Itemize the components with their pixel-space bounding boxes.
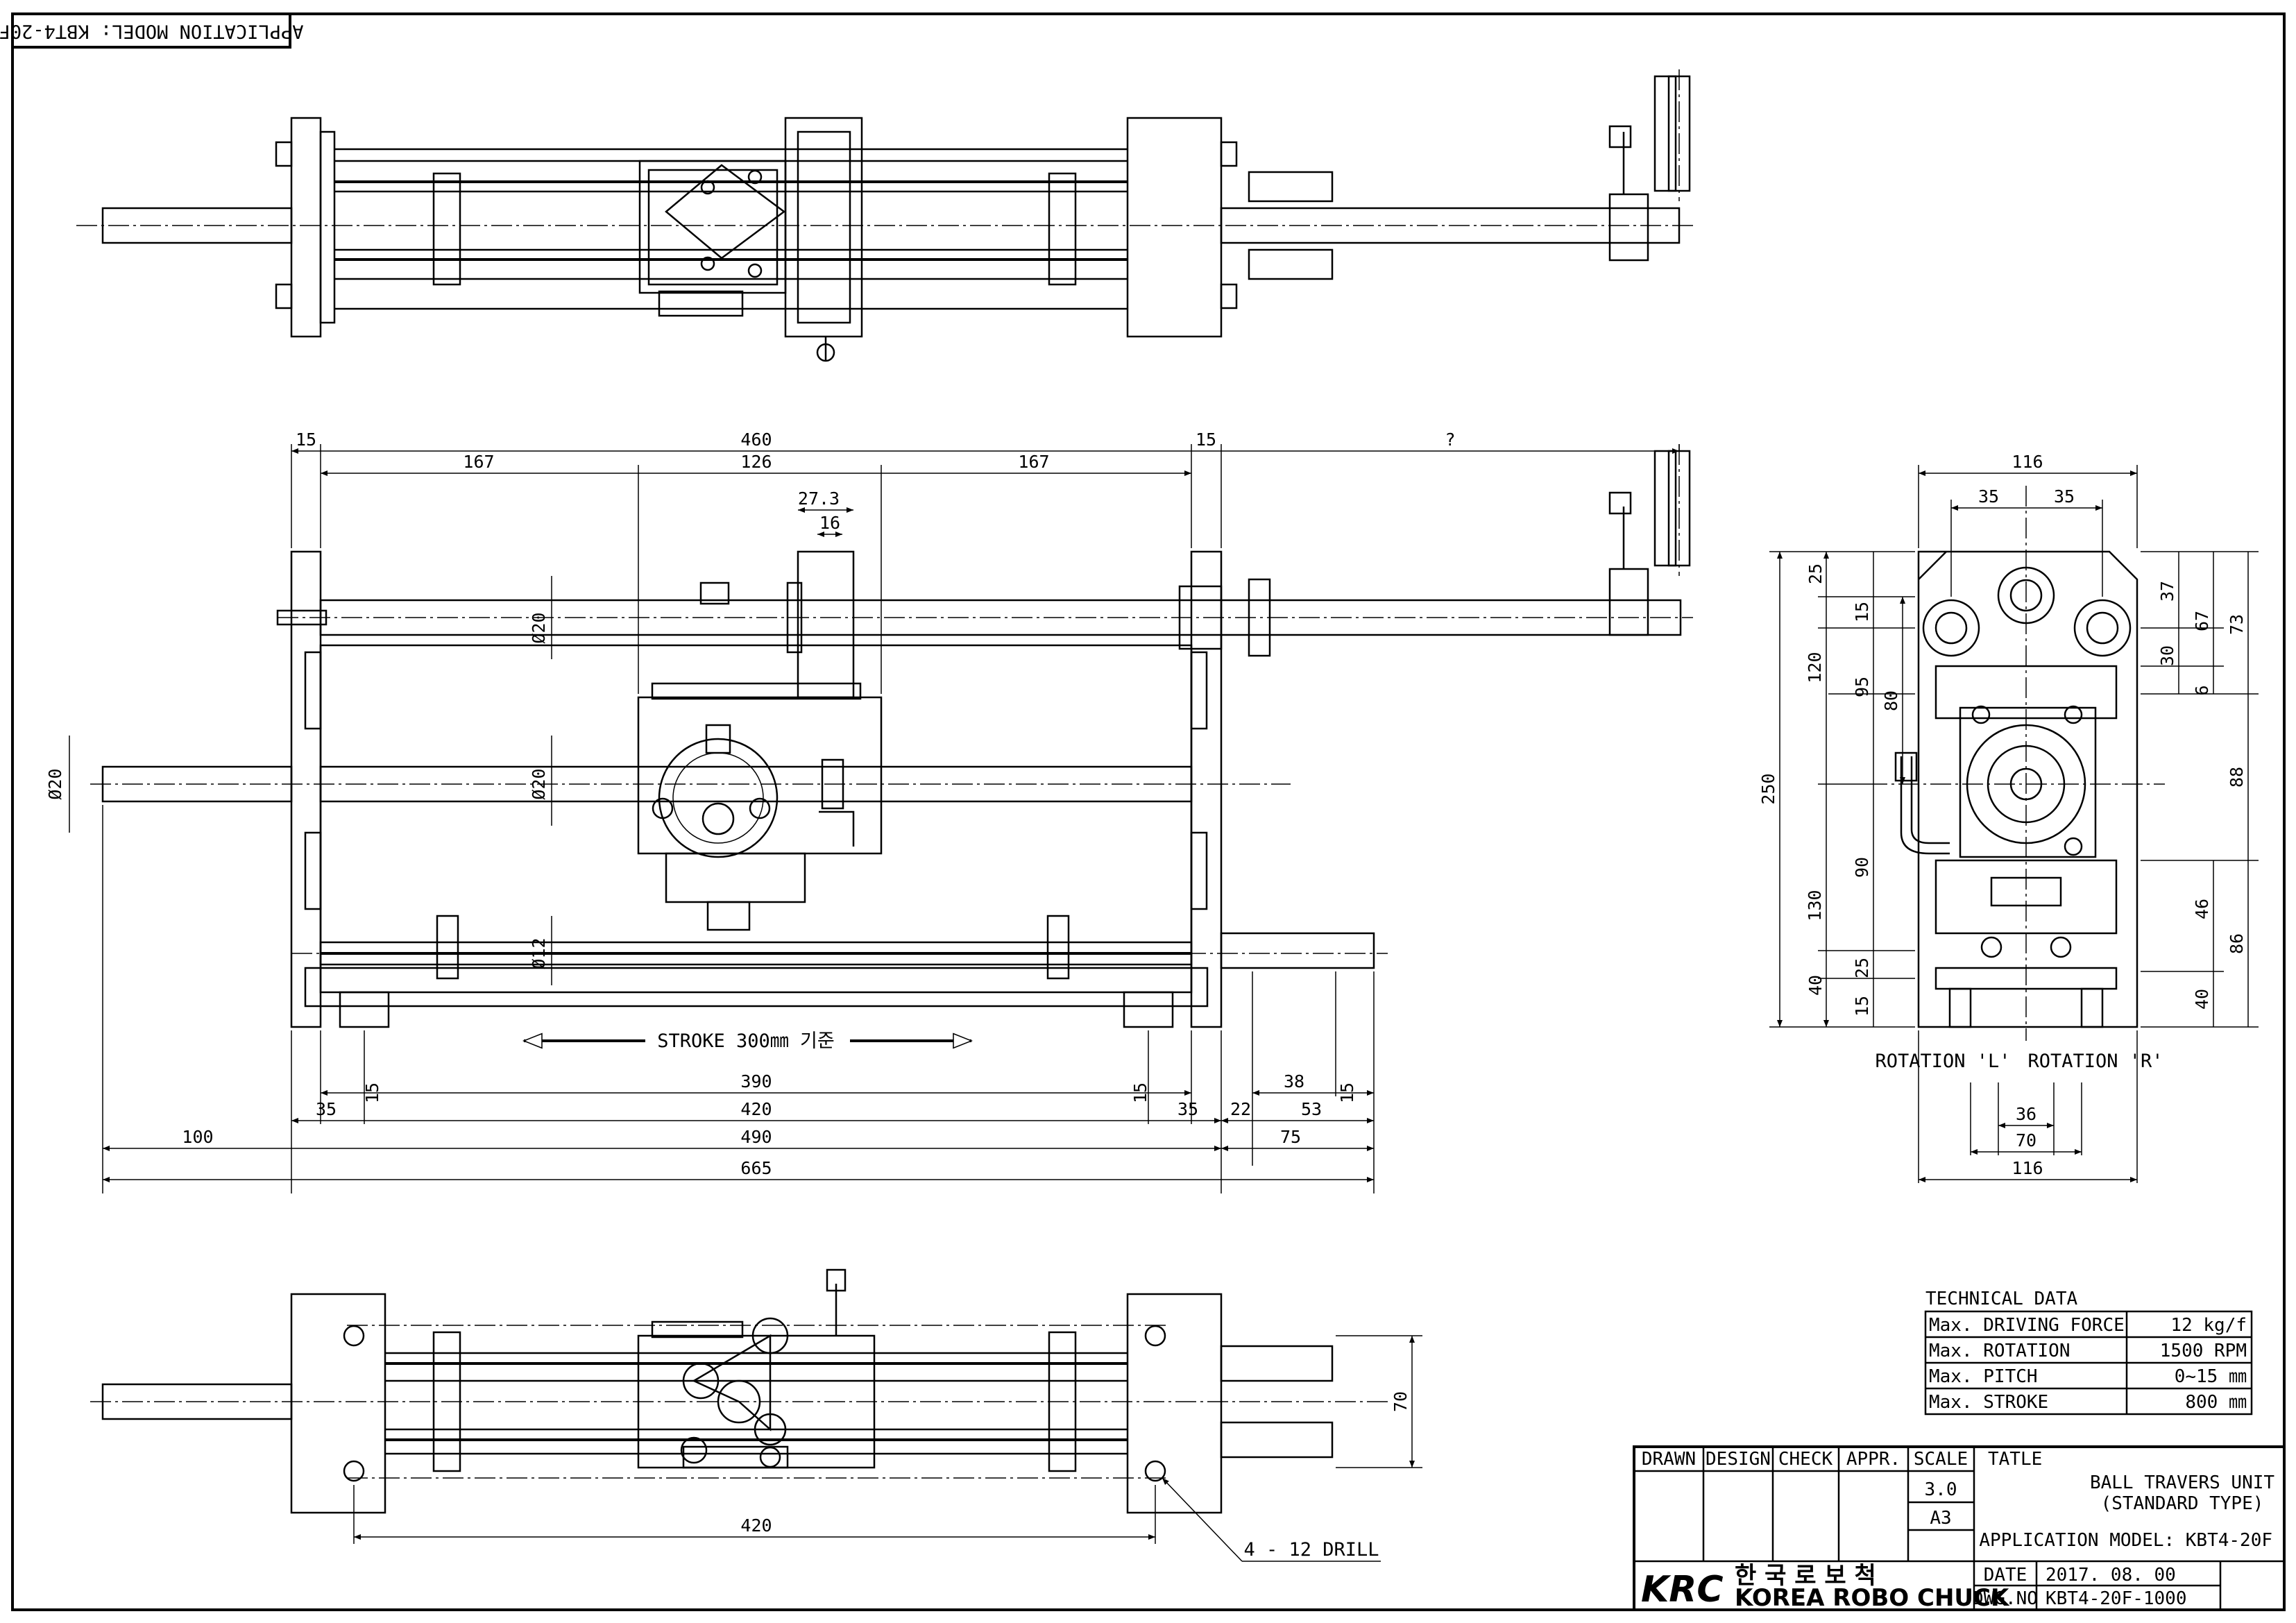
tb-dwg-label: DWG.NO	[1973, 1588, 2038, 1609]
dim-side-73: 73	[2227, 614, 2247, 635]
dim-665: 665	[740, 1158, 772, 1178]
dim-490: 490	[740, 1127, 772, 1147]
tb-title-line2: (STANDARD TYPE)	[2101, 1493, 2264, 1514]
drill-note: 4 - 12 DRILL	[1243, 1539, 1379, 1561]
tb-sheet-size: A3	[1930, 1508, 1951, 1529]
tb-title-header: TATLE	[1988, 1449, 2042, 1470]
top-view	[76, 69, 1693, 362]
dim-side-116-top: 116	[2012, 452, 2043, 472]
dim-420: 420	[740, 1099, 772, 1119]
dim-side-35-r: 35	[2054, 486, 2075, 507]
tech-row-4-value: 800 ㎜	[2185, 1392, 2247, 1413]
sheet-border	[11, 12, 2286, 1611]
krc-logo: KRC	[1641, 1569, 1724, 1611]
tb-scale: SCALE	[1914, 1449, 1968, 1470]
stroke-note: STROKE 300㎜ 기준	[657, 1030, 835, 1052]
technical-data-table: TECHNICAL DATA Max. DRIVING FORCE 12 kg/…	[1924, 1289, 2253, 1416]
dim-side-25-top: 25	[1805, 563, 1826, 584]
dim-167-left: 167	[463, 452, 494, 472]
dim-167-right: 167	[1018, 452, 1049, 472]
dim-53: 53	[1301, 1099, 1322, 1119]
dim-side-90: 90	[1852, 857, 1872, 878]
tb-dwg-value: KBT4-20F-1000	[2046, 1588, 2187, 1609]
dim-side-95: 95	[1852, 677, 1872, 697]
dim-15-left: 15	[296, 430, 316, 450]
tb-scale-value: 3.0	[1925, 1479, 1957, 1500]
dim-bottom-70: 70	[1391, 1391, 1411, 1412]
bottom-view-dimensions: 420 70 4 - 12 DRILL	[353, 1335, 1422, 1562]
dim-unknown: ?	[1445, 430, 1455, 450]
dim-16: 16	[819, 513, 840, 533]
dim-side-46: 46	[2192, 899, 2212, 919]
dim-15-b: 15	[1130, 1082, 1150, 1103]
application-model-banner: APPLICATION MODEL: KBT4-20F	[0, 12, 303, 49]
title-block: DRAWN DESIGN CHECK APPR. SCALE TATLE 3.0…	[1633, 1445, 2286, 1612]
dim-side-6: 6	[2192, 685, 2212, 695]
tb-application-model: APPLICATION MODEL: KBT4-20F	[1979, 1530, 2272, 1551]
technical-data-title: TECHNICAL DATA	[1925, 1289, 2077, 1309]
dim-75: 75	[1280, 1127, 1301, 1147]
dim-side-116-bot: 116	[2012, 1158, 2043, 1178]
dim-126: 126	[740, 452, 772, 472]
tb-check: CHECK	[1778, 1449, 1833, 1470]
tech-row-2-value: 1500 RPM	[2160, 1341, 2247, 1361]
dim-15-right: 15	[1196, 430, 1216, 450]
dim-side-15-top: 15	[1852, 602, 1872, 622]
dim-side-70: 70	[2016, 1130, 2036, 1150]
dim-side-80: 80	[1881, 690, 1901, 711]
tech-row-3-label: Max. PITCH	[1929, 1366, 2038, 1387]
tb-date-label: DATE	[1984, 1565, 2027, 1586]
dim-side-36: 36	[2016, 1104, 2036, 1124]
tb-appr: APPR.	[1846, 1449, 1900, 1470]
dim-phi12: Ø12	[529, 937, 549, 969]
dim-phi20-mid: Ø20	[529, 768, 549, 799]
tb-title-line1: BALL TRAVERS UNIT	[2090, 1472, 2274, 1493]
dim-side-37: 37	[2157, 581, 2177, 602]
dim-side-130: 130	[1805, 890, 1825, 921]
dim-35-right: 35	[1177, 1099, 1198, 1119]
dim-27-3: 27.3	[798, 488, 840, 509]
tb-drawn: DRAWN	[1642, 1449, 1696, 1470]
dim-side-88: 88	[2227, 767, 2247, 788]
dim-390: 390	[740, 1071, 772, 1091]
dim-side-86: 86	[2227, 933, 2247, 954]
dim-35-left: 35	[316, 1099, 337, 1119]
banner-text: APPLICATION MODEL: KBT4-20F	[0, 21, 303, 42]
rotation-right-label: ROTATION 'R'	[2027, 1051, 2163, 1072]
dim-bottom-420: 420	[740, 1515, 772, 1536]
tb-date-value: 2017. 08. 00	[2046, 1565, 2176, 1586]
front-view	[90, 444, 1693, 1028]
dim-side-25-bot: 25	[1852, 958, 1872, 978]
dim-side-120: 120	[1805, 652, 1825, 683]
side-view	[1866, 486, 2165, 1041]
tech-row-1-value: 12 kg/f	[2170, 1315, 2247, 1336]
rotation-left-label: ROTATION 'L'	[1875, 1051, 2010, 1072]
dim-38: 38	[1284, 1071, 1304, 1091]
side-view-dimensions: 116 35 35 250 120 130 25 95 90 40 15 80 …	[1758, 452, 2259, 1183]
bottom-view	[90, 1268, 1388, 1514]
dim-100: 100	[182, 1127, 213, 1147]
front-view-dimensions: 15 460 15 ? 167 126 167 27.3 16 Ø20 Ø20 …	[45, 430, 1680, 1193]
dim-side-67: 67	[2192, 611, 2212, 631]
tb-design: DESIGN	[1706, 1449, 1771, 1470]
tech-row-2-label: Max. ROTATION	[1929, 1341, 2070, 1361]
tech-row-4-label: Max. STROKE	[1929, 1392, 2048, 1413]
company-korean: 한 국 로 보 척	[1735, 1562, 1876, 1590]
dim-side-40-left: 40	[1805, 975, 1826, 996]
tech-row-3-value: 0~15 ㎜	[2175, 1366, 2247, 1387]
dim-side-250: 250	[1758, 773, 1778, 804]
dim-15-a: 15	[362, 1082, 382, 1103]
dim-phi20-shaft: Ø20	[45, 768, 65, 799]
company-english: KOREA ROBO CHUCK	[1735, 1584, 2010, 1612]
dim-15-c: 15	[1337, 1082, 1357, 1103]
dim-phi20-top: Ø20	[529, 612, 549, 643]
dim-460: 460	[740, 430, 772, 450]
dim-side-35-l: 35	[1978, 486, 1999, 507]
dim-side-40-right: 40	[2192, 989, 2212, 1010]
dim-side-30: 30	[2157, 645, 2177, 666]
tech-row-1-label: Max. DRIVING FORCE	[1929, 1315, 2125, 1336]
dim-side-15-bot: 15	[1852, 996, 1872, 1017]
dim-22: 22	[1230, 1099, 1251, 1119]
